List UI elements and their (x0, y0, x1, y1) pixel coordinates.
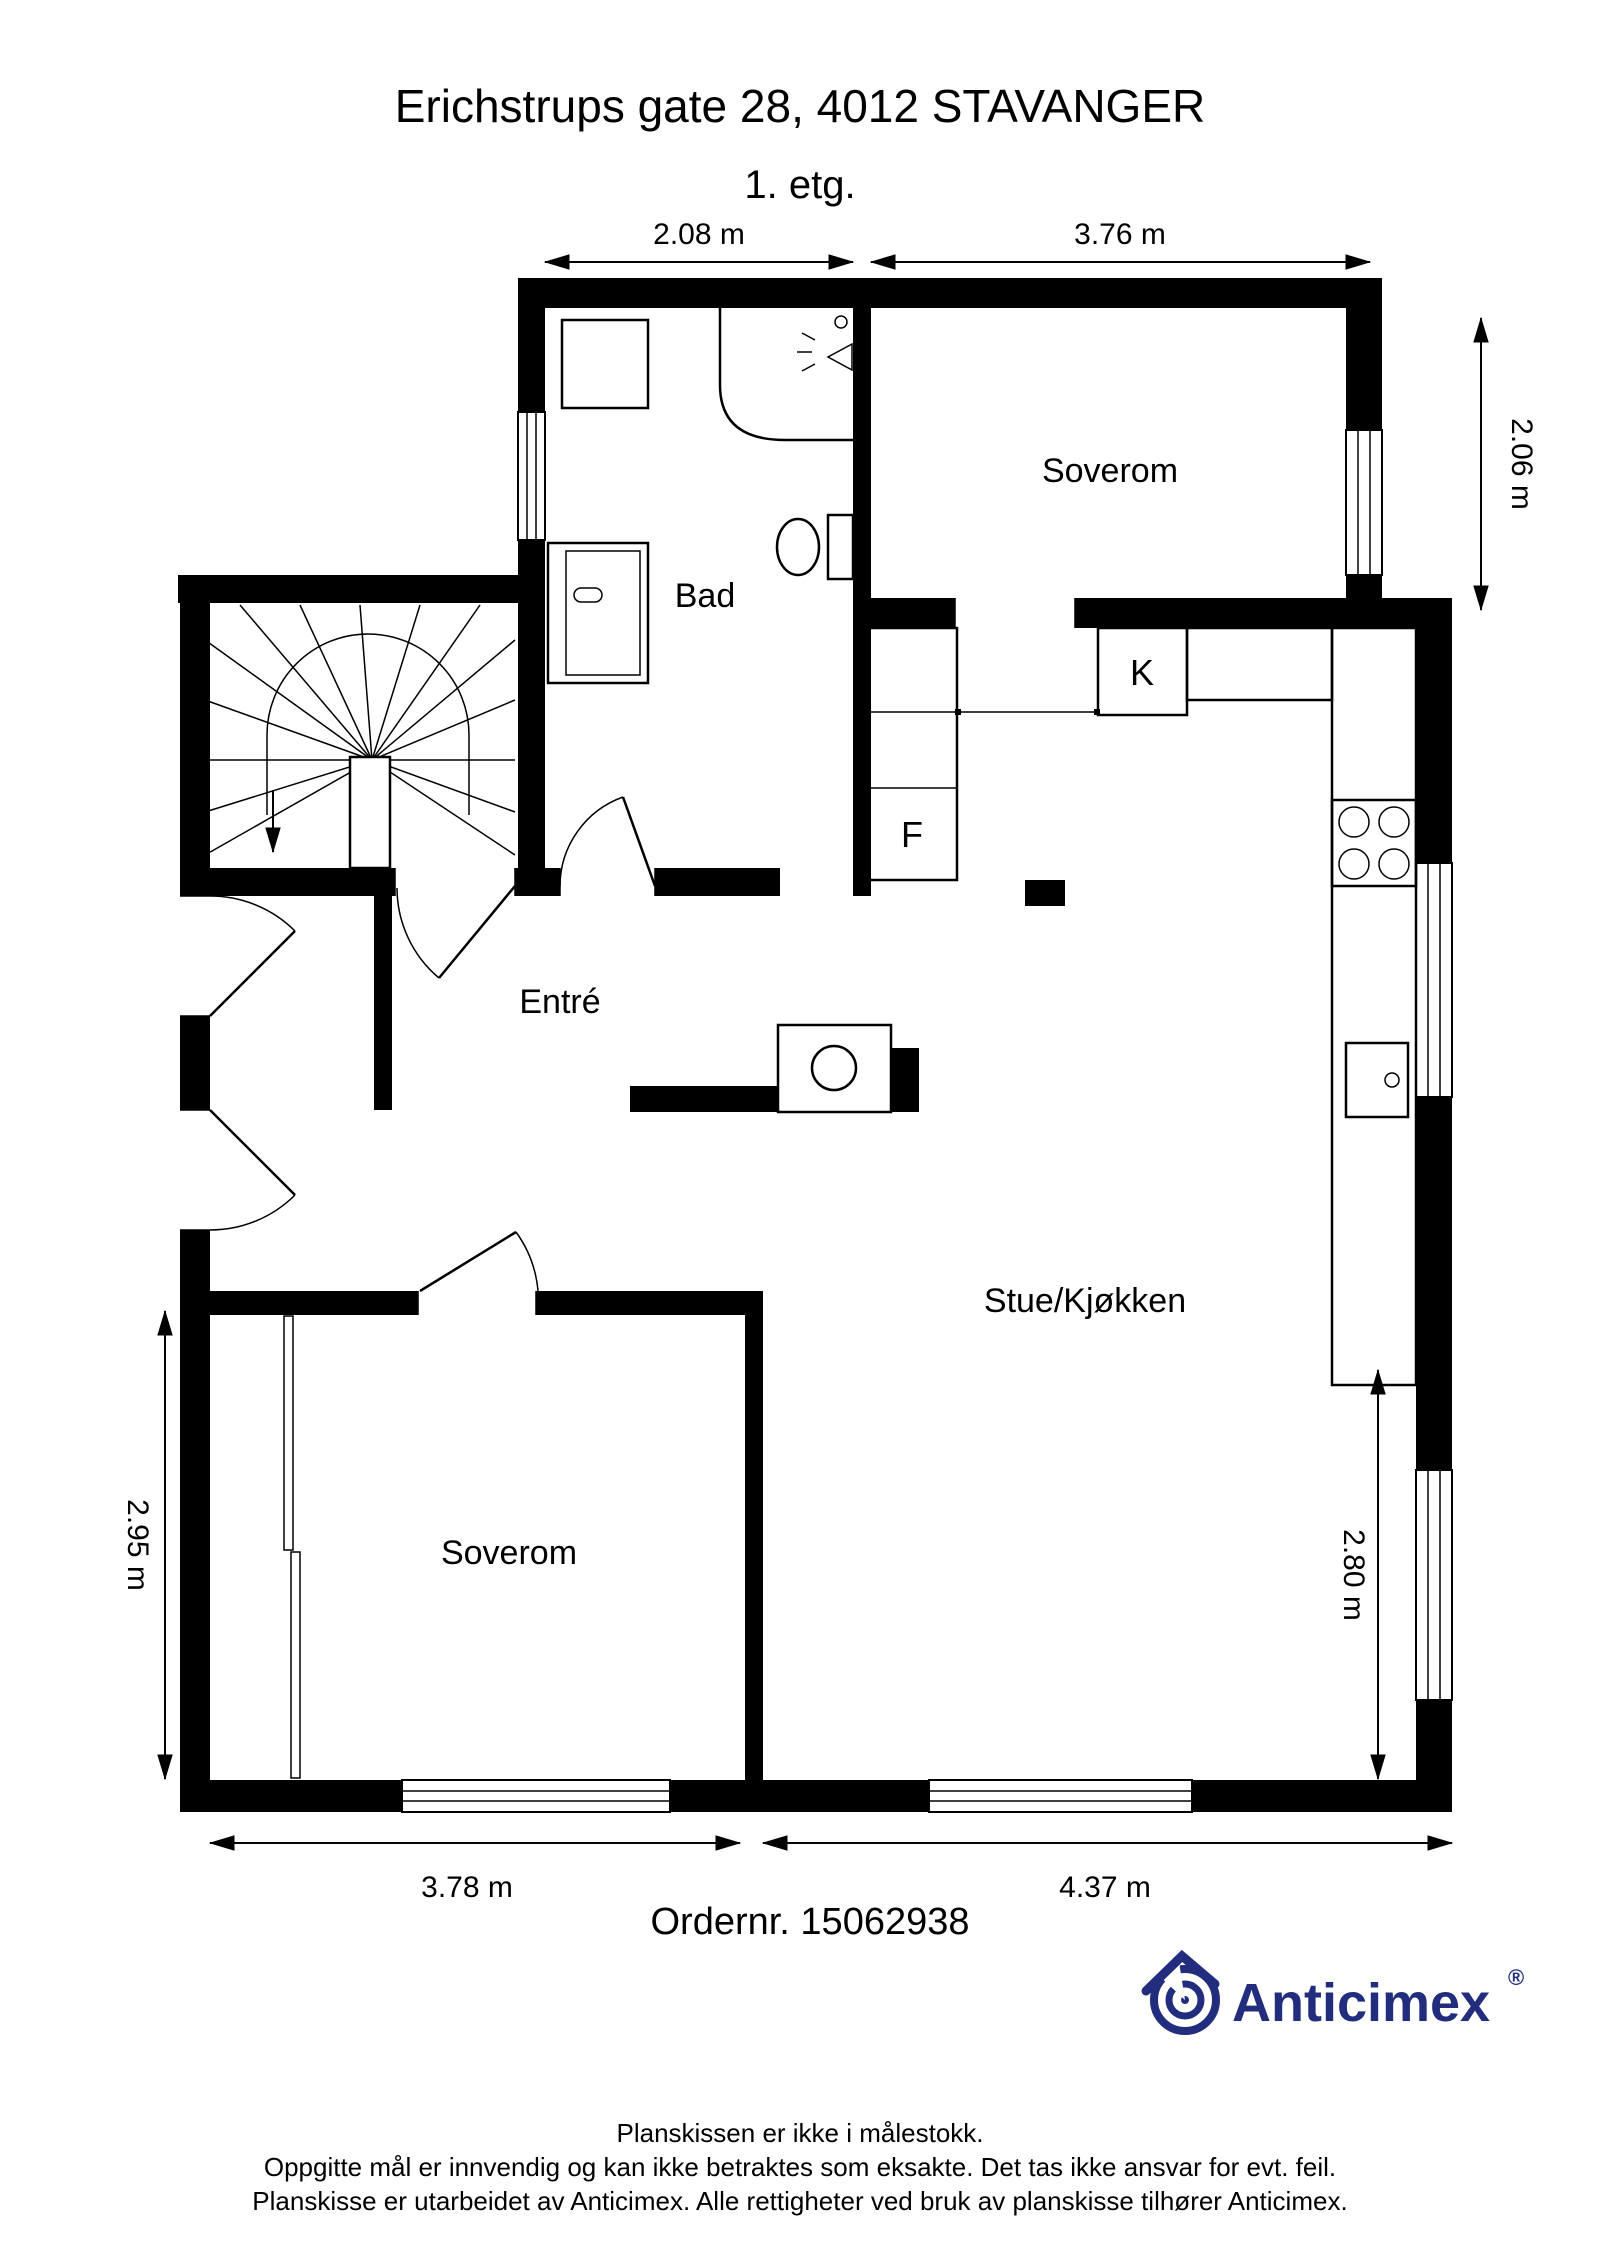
counter-connector-line (955, 709, 1100, 715)
dimension-bottom-left: 3.78 m (208, 1835, 742, 1904)
bathroom-fixtures (546, 308, 855, 685)
room-label-entre: Entré (519, 983, 600, 1021)
dimension-label: 3.78 m (421, 1871, 513, 1904)
dimension-left: 2.95 m (121, 1309, 173, 1781)
kitchen-counter-east (1330, 626, 1418, 1387)
stair-treads (204, 604, 516, 856)
anticimex-logo: Anticimex ® (1138, 1936, 1524, 2035)
dimension-label: 2.08 m (653, 218, 745, 251)
anticimex-wordmark: Anticimex (1232, 1973, 1490, 2033)
dimension-label: 2.06 m (1505, 418, 1538, 510)
cabinet-label-k: K (1130, 652, 1154, 693)
washer-icon (560, 318, 650, 410)
window-stue-east-lower (1415, 1469, 1453, 1701)
footer-line-3: Planskisse er utarbeidet av Anticimex. A… (252, 2186, 1347, 2216)
window-soverom-top-east (1345, 429, 1383, 576)
footer-line-2: Oppgitte mål er innvendig og kan ikke be… (264, 2152, 1336, 2182)
stove-icon (1330, 798, 1418, 888)
dimension-top-left: 2.08 m (543, 218, 855, 270)
vanity-icon (546, 541, 650, 685)
dimension-bottom-right: 4.37 m (761, 1835, 1454, 1904)
toilet-icon (775, 513, 855, 581)
kitchen-counter-top (1185, 626, 1334, 702)
walls (178, 278, 1452, 1812)
stair-walkline-arc (266, 633, 470, 736)
dimension-right-lower: 2.80 m (1337, 1368, 1386, 1781)
anticimex-swirl-icon (1138, 1936, 1220, 2035)
dimension-label: 3.76 m (1074, 218, 1166, 251)
window-bad-west (517, 411, 546, 541)
page-title: Erichstrups gate 28, 4012 STAVANGER (395, 80, 1205, 132)
wardrobe-sliding-doors (283, 1315, 301, 1779)
dimension-label: 4.37 m (1059, 1871, 1151, 1904)
window-stue-bottom (928, 1779, 1193, 1813)
sink-icon (1344, 1041, 1410, 1119)
dimension-right-upper: 2.06 m (1473, 316, 1538, 612)
room-label-soverom-bottom: Soverom (441, 1534, 577, 1572)
dimension-label: 2.95 m (121, 1499, 154, 1591)
kitchen-fixtures (866, 626, 1418, 1387)
windows (401, 411, 1453, 1813)
stair-newel (348, 755, 392, 870)
door-staircase (396, 885, 516, 979)
dimension-top-right: 3.76 m (869, 218, 1372, 270)
dimension-label: 2.80 m (1337, 1529, 1370, 1621)
window-soverom-bottom (401, 1779, 671, 1813)
fireplace-icon (776, 1023, 893, 1114)
staircase (204, 604, 516, 870)
doors (209, 796, 657, 1293)
room-label-stue: Stue/Kjøkken (984, 1282, 1186, 1320)
window-stue-east-upper (1415, 862, 1453, 1098)
footer-line-1: Planskissen er ikke i målestokk. (616, 2118, 983, 2148)
registered-mark: ® (1508, 1965, 1524, 1990)
door-entrance-lower (209, 1109, 296, 1231)
cabinet-label-f: F (901, 814, 923, 855)
tall-cabinet-fridge (866, 626, 959, 882)
room-label-soverom-top: Soverom (1042, 452, 1178, 490)
order-number: Ordernr. 15062938 (650, 1901, 969, 1943)
door-jambs (180, 598, 1076, 1315)
shower-icon (718, 308, 853, 442)
page-subtitle: 1. etg. (744, 163, 855, 207)
room-label-bad: Bad (675, 577, 736, 615)
door-soverom-bottom (419, 1230, 539, 1293)
door-entrance-upper (209, 895, 296, 1017)
door-bad (559, 796, 657, 887)
